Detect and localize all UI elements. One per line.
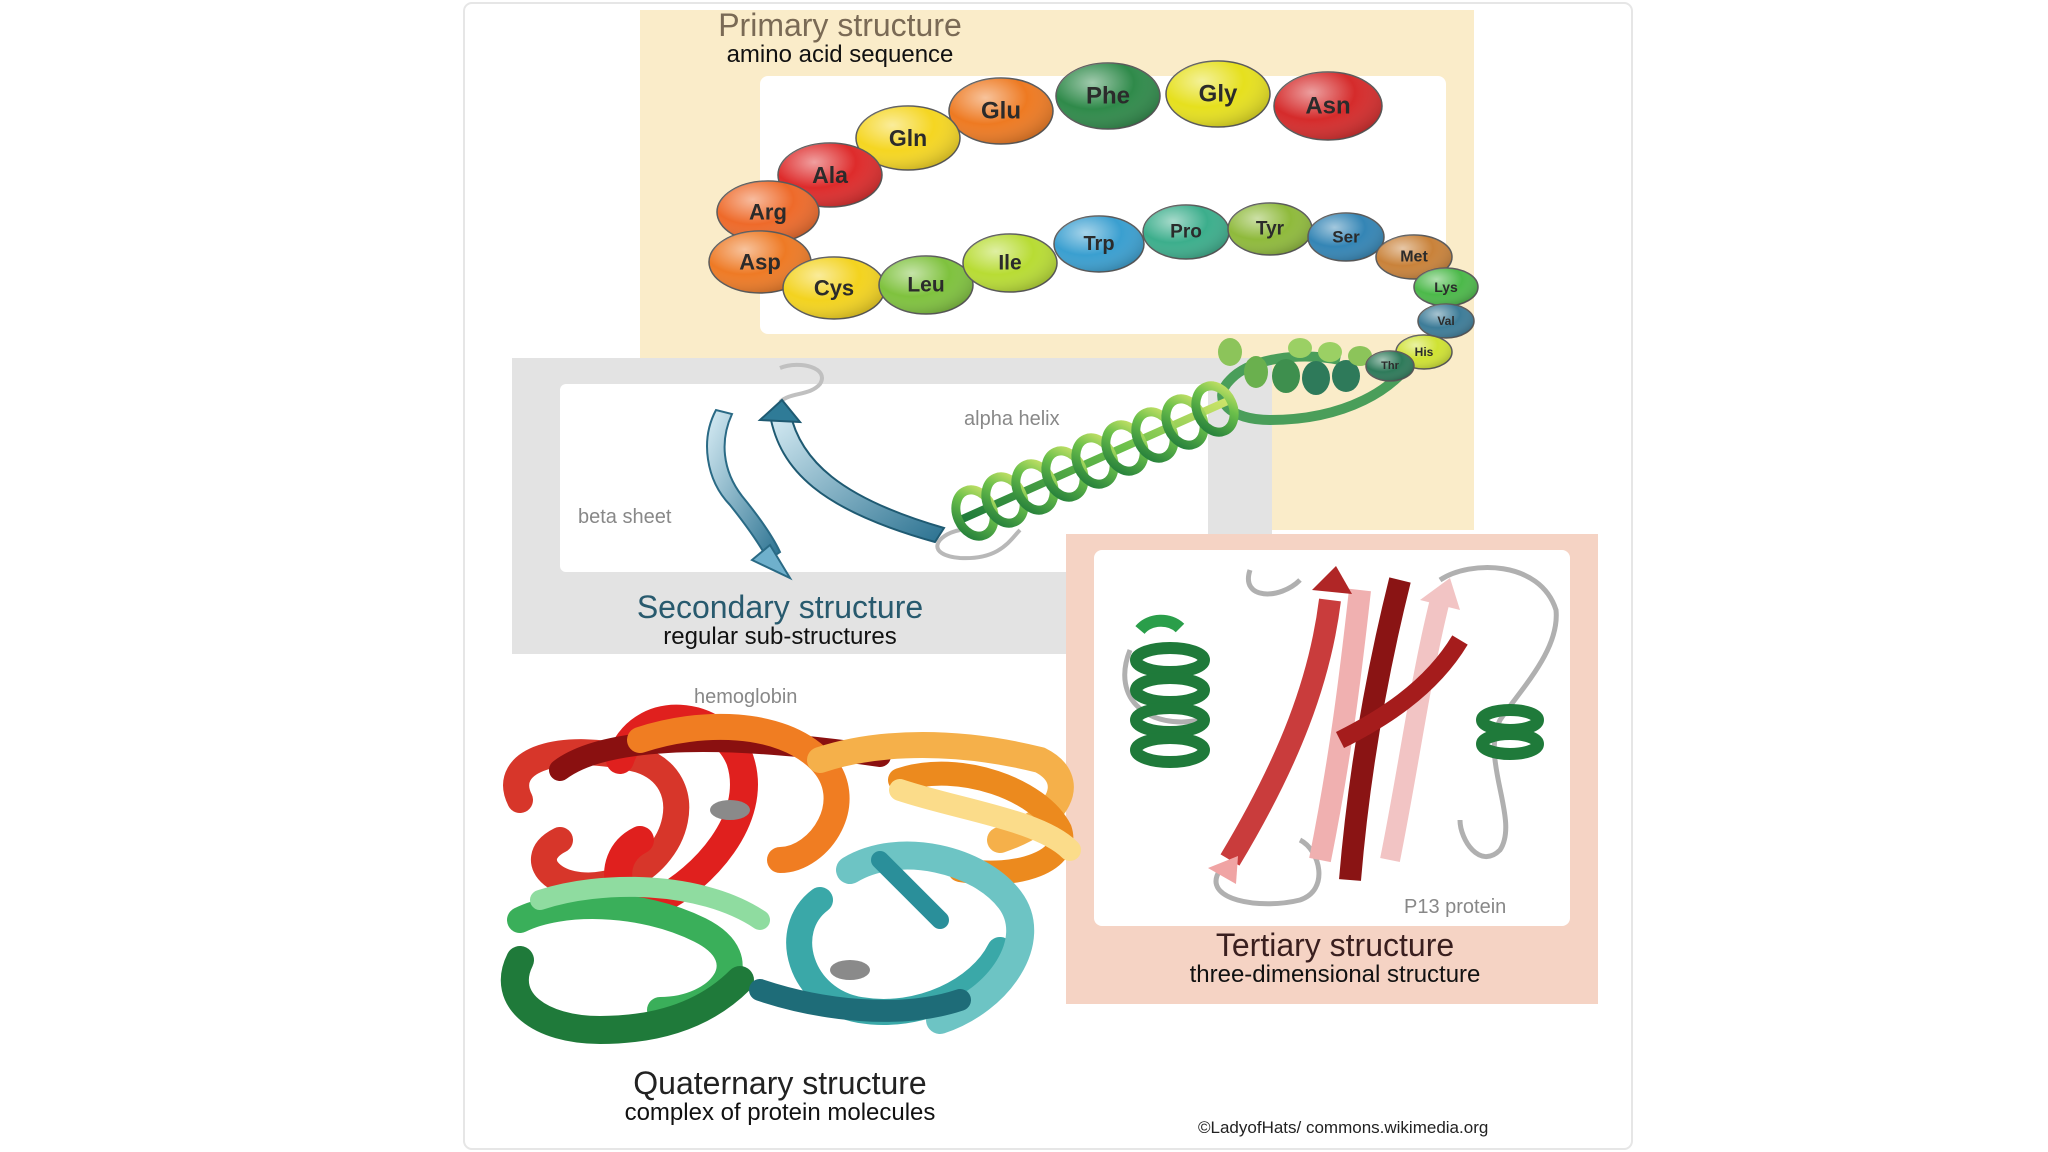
amino-acid-label: Gln [889,125,927,151]
amino-acid-label: Tyr [1256,219,1285,240]
quaternary-structure-subtitle: complex of protein molecules [624,1099,936,1126]
alpha-helix-label: alpha helix [964,408,1060,430]
tertiary-structure-heading: Tertiary structure three-dimensional str… [1090,928,1580,988]
amino-acid-label: Pro [1170,222,1202,243]
amino-acid-bead: Phe [1055,62,1161,130]
secondary-structure-subtitle: regular sub-structures [663,623,897,650]
amino-acid-bead: Ile [962,233,1058,293]
tertiary-protein-ribbon [1122,565,1559,907]
amino-acid-bead: Pro [1142,204,1230,260]
image-credit: ©LadyofHats/ commons.wikimedia.org [1198,1118,1489,1137]
amino-acid-bead: Thr [1365,350,1415,382]
beta-sheet [706,362,946,581]
amino-acid-label: Ser [1332,228,1360,247]
hemoglobin-label: hemoglobin [694,686,798,708]
coiled-bead-chain [1218,338,1372,395]
amino-acid-label: Cys [814,276,854,301]
tertiary-structure-title: Tertiary structure [1215,927,1455,963]
amino-acid-bead: Asn [1273,71,1383,141]
tertiary-structure-subtitle: three-dimensional structure [1189,961,1481,988]
alpha-helix [935,381,1239,561]
primary-structure-subtitle: amino acid sequence [726,41,954,68]
amino-acid-bead: Lys [1413,267,1479,307]
amino-acid-label: Asp [739,250,781,275]
quaternary-structure-heading: Quaternary structure complex of protein … [500,1066,1060,1126]
secondary-structure-title: Secondary structure [636,589,924,625]
amino-acid-bead: Cys [782,256,886,320]
amino-acid-bead: Ser [1307,212,1385,262]
primary-structure-title: Primary structure [718,7,962,43]
amino-acid-label: Trp [1083,233,1114,255]
amino-acid-bead: Met [1375,234,1453,280]
amino-acid-label: His [1415,345,1434,359]
amino-acid-label: Ile [998,252,1021,275]
amino-acid-label: Thr [1381,360,1399,372]
amino-acid-label: Ala [812,162,848,188]
p13-protein-label: P13 protein [1404,896,1507,918]
amino-acid-label: Leu [907,274,944,297]
amino-acid-bead: Gln [855,105,961,171]
amino-acid-label: Asn [1305,93,1350,120]
amino-acid-bead: Val [1417,303,1475,339]
primary-structure-heading: Primary structure amino acid sequence [620,8,1060,68]
amino-acid-bead: Tyr [1227,202,1313,256]
amino-acid-bead: Trp [1053,215,1145,273]
amino-acid-label: Val [1437,314,1454,328]
beta-sheet-label: beta sheet [578,506,672,528]
amino-acid-bead: Leu [878,255,974,315]
amino-acid-bead: Glu [948,77,1054,145]
secondary-structure-heading: Secondary structure regular sub-structur… [520,590,1040,650]
quaternary-hemoglobin-ribbons [500,704,1081,1045]
amino-acid-label: Lys [1434,279,1458,295]
amino-acid-label: Met [1400,249,1428,266]
quaternary-structure-title: Quaternary structure [633,1065,927,1101]
amino-acid-label: Arg [749,200,787,225]
amino-acid-label: Gly [1199,81,1238,108]
amino-acid-label: Glu [981,98,1021,125]
amino-acid-bead: Gly [1165,60,1271,128]
amino-acid-label: Phe [1086,83,1130,110]
